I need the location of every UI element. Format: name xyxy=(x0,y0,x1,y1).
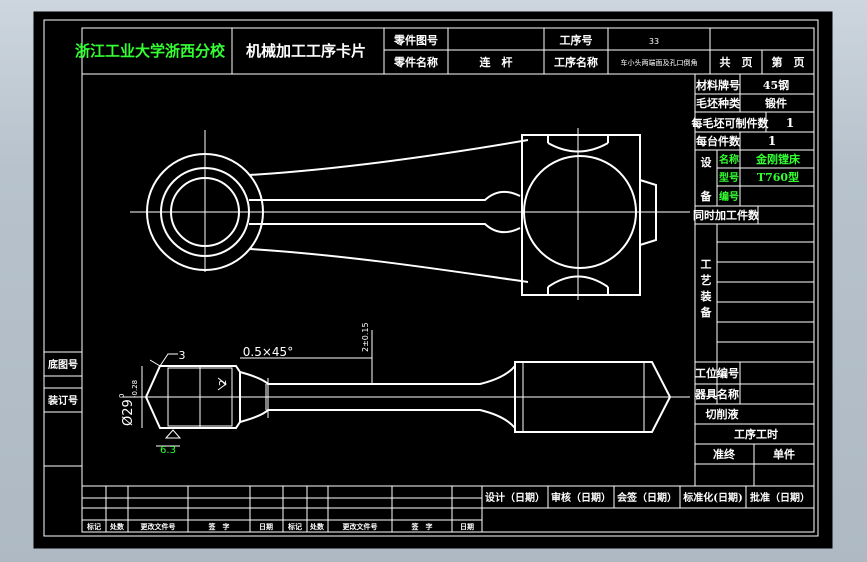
side-shank-top xyxy=(239,365,516,385)
design-date-label: 设计（日期） xyxy=(485,491,545,504)
drawing-sheet xyxy=(33,11,833,549)
shank-bottom-edge xyxy=(249,248,529,283)
shank-rib-top xyxy=(249,190,521,201)
equipment-label-top: 设 xyxy=(701,155,713,169)
op-time-label: 工序工时 xyxy=(734,427,778,441)
part-name-label: 零件名称 xyxy=(393,55,438,69)
eq-model-value: T760型 xyxy=(757,170,799,184)
coolant-label: 切削液 xyxy=(706,407,740,421)
process-equipment-char-2: 艺 xyxy=(701,273,712,287)
op-no-value: 33 xyxy=(649,37,659,46)
material-label: 材料牌号 xyxy=(696,78,740,92)
unit-label: 单件 xyxy=(773,447,795,461)
process-equipment-char-4: 备 xyxy=(700,305,713,319)
outer-frame xyxy=(43,19,819,537)
shank-rib-bottom xyxy=(249,223,521,234)
shank-top-edge xyxy=(249,139,529,176)
parts-per-blank-value: 1 xyxy=(786,116,794,130)
equipment-label-bottom: 备 xyxy=(700,189,713,203)
rev-sign-label-1: 签 字 xyxy=(208,522,230,531)
rev-sign-label-2: 签 字 xyxy=(411,522,433,531)
rev-doc-label-2: 更改文件号 xyxy=(343,522,378,531)
binding-label: 装订号 xyxy=(47,394,78,407)
connecting-rod-top-view xyxy=(130,128,690,300)
rev-date-label-1: 日期 xyxy=(259,522,273,531)
fixture-name-label: 器具名称 xyxy=(694,387,739,401)
thickness-tol-dim: 2±0.15 xyxy=(361,322,370,352)
diameter-dim: Ø29 xyxy=(121,399,136,426)
blank-type-label: 毛坯种类 xyxy=(696,96,741,110)
rev-count-label-2: 处数 xyxy=(309,522,325,531)
base-drawing-label: 底图号 xyxy=(48,358,78,371)
small-mark-dim: 2 xyxy=(218,380,229,386)
eq-name-label: 名称 xyxy=(719,153,739,166)
diameter-tol-lower: -0.28 xyxy=(131,380,139,398)
roughness-mark-top xyxy=(149,353,178,367)
big-end-boss xyxy=(639,179,657,246)
big-end-bore xyxy=(523,155,637,269)
small-end-bore xyxy=(170,177,240,247)
side-shank-bottom xyxy=(239,409,516,429)
eq-name-value: 金刚镗床 xyxy=(755,152,801,166)
simul-parts-label: 同时加工件数 xyxy=(693,208,760,222)
op-name-label: 工序名称 xyxy=(554,55,598,69)
rev-doc-label-1: 更改文件号 xyxy=(141,522,176,531)
card-title: 机械加工工序卡片 xyxy=(246,42,366,60)
prep-label: 准终 xyxy=(713,447,736,461)
part-drawing-no-label: 零件图号 xyxy=(393,33,438,47)
blank-type-value: 锻件 xyxy=(765,96,787,110)
parts-per-machine-value: 1 xyxy=(768,134,776,148)
left-side-table: 底图号 装订号 xyxy=(44,351,82,467)
material-value: 45钢 xyxy=(763,78,789,92)
big-end-profile xyxy=(514,361,672,433)
rev-count-label-1: 处数 xyxy=(109,522,125,531)
bottom-table: 设计（日期） 审核（日期） 会签（日期） 标准化(日期) 批准（日期） 标记 处… xyxy=(82,485,814,532)
op-name-value: 车小头两端面及孔口倒角 xyxy=(621,58,698,67)
op-no-label: 工序号 xyxy=(560,33,593,47)
roughness-top-value: 3 xyxy=(179,349,186,362)
roughness-bottom-value: 6.3 xyxy=(160,445,176,456)
parts-per-machine-label: 每台件数 xyxy=(696,134,741,148)
part-name-value: 连 杆 xyxy=(480,55,513,69)
rev-mark-label-1: 标记 xyxy=(86,522,101,531)
header-table: 浙江工业大学浙西分校 机械加工工序卡片 零件图号 零件名称 连 杆 工序号 33… xyxy=(75,28,814,75)
approve-date-label: 批准（日期） xyxy=(750,491,810,504)
eq-model-label: 型号 xyxy=(719,171,739,184)
total-pages: 共 页 xyxy=(720,55,753,69)
small-end-outer xyxy=(146,153,264,271)
big-end-slot-bottom xyxy=(547,275,609,288)
school-name: 浙江工业大学浙西分校 xyxy=(75,42,226,60)
small-end-ring xyxy=(160,167,250,257)
right-info-table: 材料牌号 45钢 毛坯种类 锻件 每毛坯可制件数 1 每台件数 1 设 备 名称… xyxy=(692,74,814,486)
countersign-date-label: 会签（日期） xyxy=(617,491,677,504)
process-equipment-char-1: 工 xyxy=(701,258,712,271)
rev-mark-label-2: 标记 xyxy=(287,522,302,531)
roughness-mark-bottom xyxy=(164,429,182,439)
process-equipment-char-3: 装 xyxy=(700,289,712,303)
big-end-body xyxy=(521,134,641,296)
big-end-slot-top xyxy=(547,142,609,153)
page-no: 第 页 xyxy=(772,55,805,69)
connecting-rod-side-view: 0.5×45° 3 6.3 Ø29 0 -0.28 2±0.15 2 xyxy=(118,322,690,456)
small-end-profile xyxy=(144,365,241,429)
rev-date-label-2: 日期 xyxy=(460,522,474,531)
parts-per-blank-label: 每毛坯可制件数 xyxy=(692,116,770,130)
standardize-date-label: 标准化(日期) xyxy=(682,491,742,504)
fixture-no-label: 工位编号 xyxy=(695,366,739,380)
diameter-tol-upper: 0 xyxy=(118,394,126,398)
review-date-label: 审核（日期） xyxy=(551,491,611,504)
chamfer-dim: 0.5×45° xyxy=(243,345,293,359)
eq-no-label: 编号 xyxy=(719,190,739,203)
